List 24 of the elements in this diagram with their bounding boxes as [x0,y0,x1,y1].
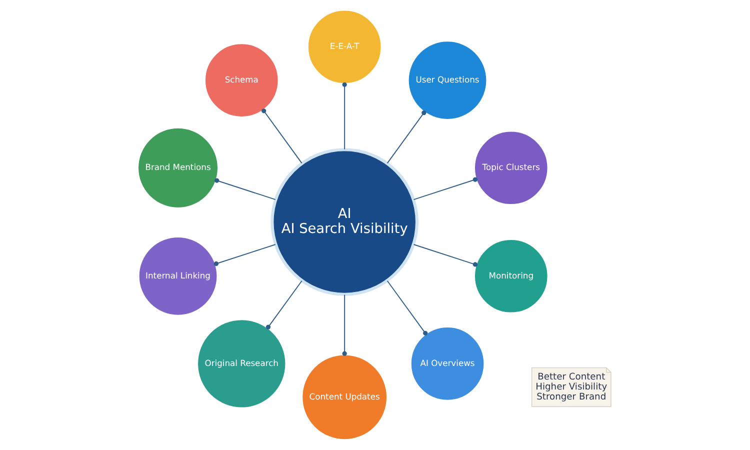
connector [214,244,276,266]
node-circle: Monitoring [475,240,548,312]
node-circle: Schema [205,44,278,116]
connector [266,280,302,330]
node-circle: AI Overviews [411,328,484,400]
connector [262,108,302,164]
connector [386,110,426,164]
label: Higher Visibility [536,382,608,393]
connector [413,177,478,200]
connector [386,280,428,336]
connector [342,82,347,150]
connector [214,178,276,200]
label: Better Content [538,372,606,383]
node-circle: Content Updates [302,355,387,440]
connector [413,244,478,267]
node-circle: User Questions [408,42,486,120]
node-circle: Brand Mentions [138,128,218,208]
node-circle: AI AI Search Visibility [270,148,418,296]
connector [342,294,347,356]
node-circle: Internal Linking [139,237,217,315]
label: Stronger Brand [536,392,606,402]
node-circle: Original Research [198,320,286,408]
node-circle: E-E-A-T [308,10,381,84]
node-circle: Topic Clusters [475,132,548,204]
